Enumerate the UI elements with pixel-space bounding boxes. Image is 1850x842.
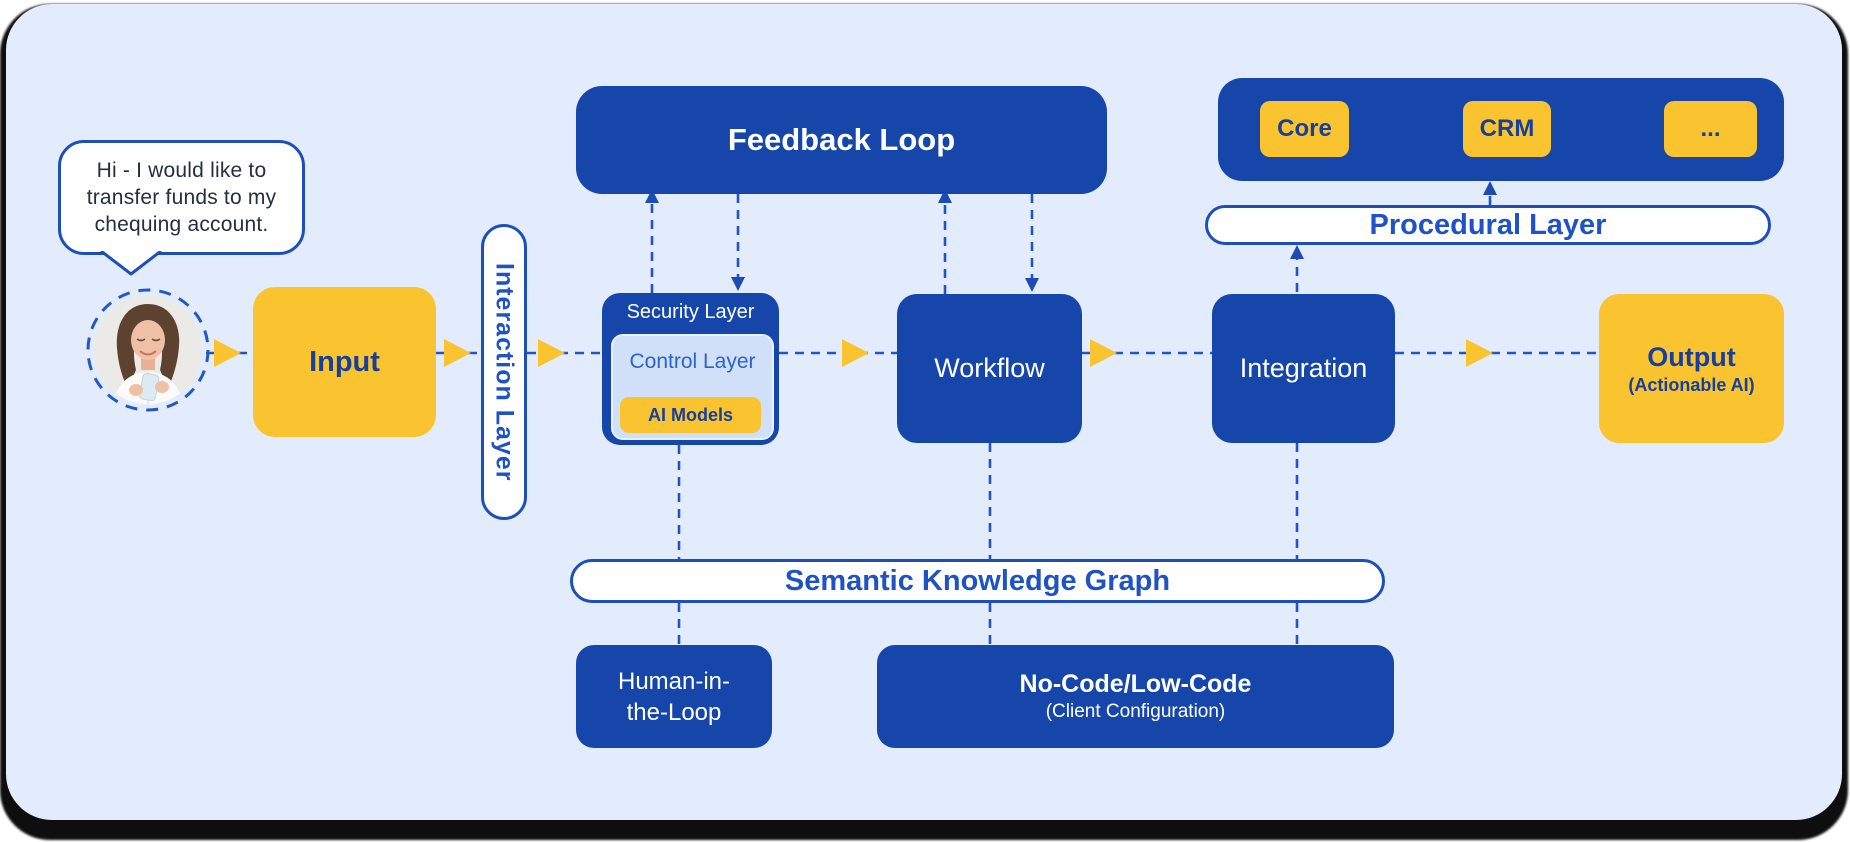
user-avatar (86, 288, 210, 412)
speech-bubble-line1: Hi - I would like to (96, 159, 267, 182)
integration-chip-more: ... (1664, 101, 1757, 157)
output-sublabel: (Actionable AI) (1628, 374, 1755, 395)
feedback-loop-label: Feedback Loop (727, 122, 956, 157)
hitl-label-line2: the-Loop (626, 698, 722, 726)
more-label: ... (1700, 115, 1721, 142)
workflow-box: Workflow (897, 294, 1082, 443)
no-code-sublabel: (Client Configuration) (1045, 701, 1226, 722)
feedback-loop-box: Feedback Loop (576, 86, 1107, 194)
control-layer-box: Control Layer AI Models (611, 334, 774, 440)
blue-arrowheads (645, 181, 1497, 292)
integration-label: Integration (1239, 353, 1368, 383)
ai-models-box: AI Models (620, 397, 761, 433)
crm-label: CRM (1479, 115, 1535, 142)
control-layer-label: Control Layer (629, 350, 756, 373)
integration-chip-core: Core (1260, 101, 1349, 157)
flow-arrow-triangles (214, 339, 1493, 367)
semantic-knowledge-graph-pill: Semantic Knowledge Graph (570, 559, 1385, 603)
human-in-the-loop-box: Human-in- the-Loop (576, 645, 772, 748)
semantic-knowledge-graph-label: Semantic Knowledge Graph (784, 564, 1171, 597)
security-layer-label: Security Layer (626, 301, 755, 323)
procedural-layer-label: Procedural Layer (1369, 208, 1607, 241)
integration-chip-crm: CRM (1463, 101, 1551, 157)
input-box: Input (253, 287, 436, 437)
hitl-label-line1: Human-in- (617, 667, 731, 695)
speech-bubble-line2: transfer funds to my (86, 186, 277, 209)
speech-bubble-line3: chequing account. (94, 213, 269, 236)
speech-bubble-tail (100, 251, 162, 276)
interaction-layer-label: Interaction Layer (490, 262, 519, 482)
workflow-label: Workflow (934, 353, 1045, 383)
procedural-layer-pill: Procedural Layer (1205, 205, 1771, 245)
input-label: Input (309, 345, 380, 378)
speech-bubble: Hi - I would like to transfer funds to m… (58, 140, 305, 255)
integration-box: Integration (1212, 294, 1395, 443)
ai-models-label: AI Models (647, 404, 733, 425)
no-code-label: No-Code/Low-Code (1019, 670, 1252, 698)
output-label: Output (1647, 341, 1736, 372)
core-label: Core (1277, 115, 1332, 142)
no-code-low-code-box: No-Code/Low-Code (Client Configuration) (877, 645, 1394, 748)
output-box: Output (Actionable AI) (1599, 294, 1784, 443)
security-layer-box: Security Layer Control Layer AI Models (602, 293, 779, 445)
interaction-layer-pill: Interaction Layer (481, 224, 527, 520)
